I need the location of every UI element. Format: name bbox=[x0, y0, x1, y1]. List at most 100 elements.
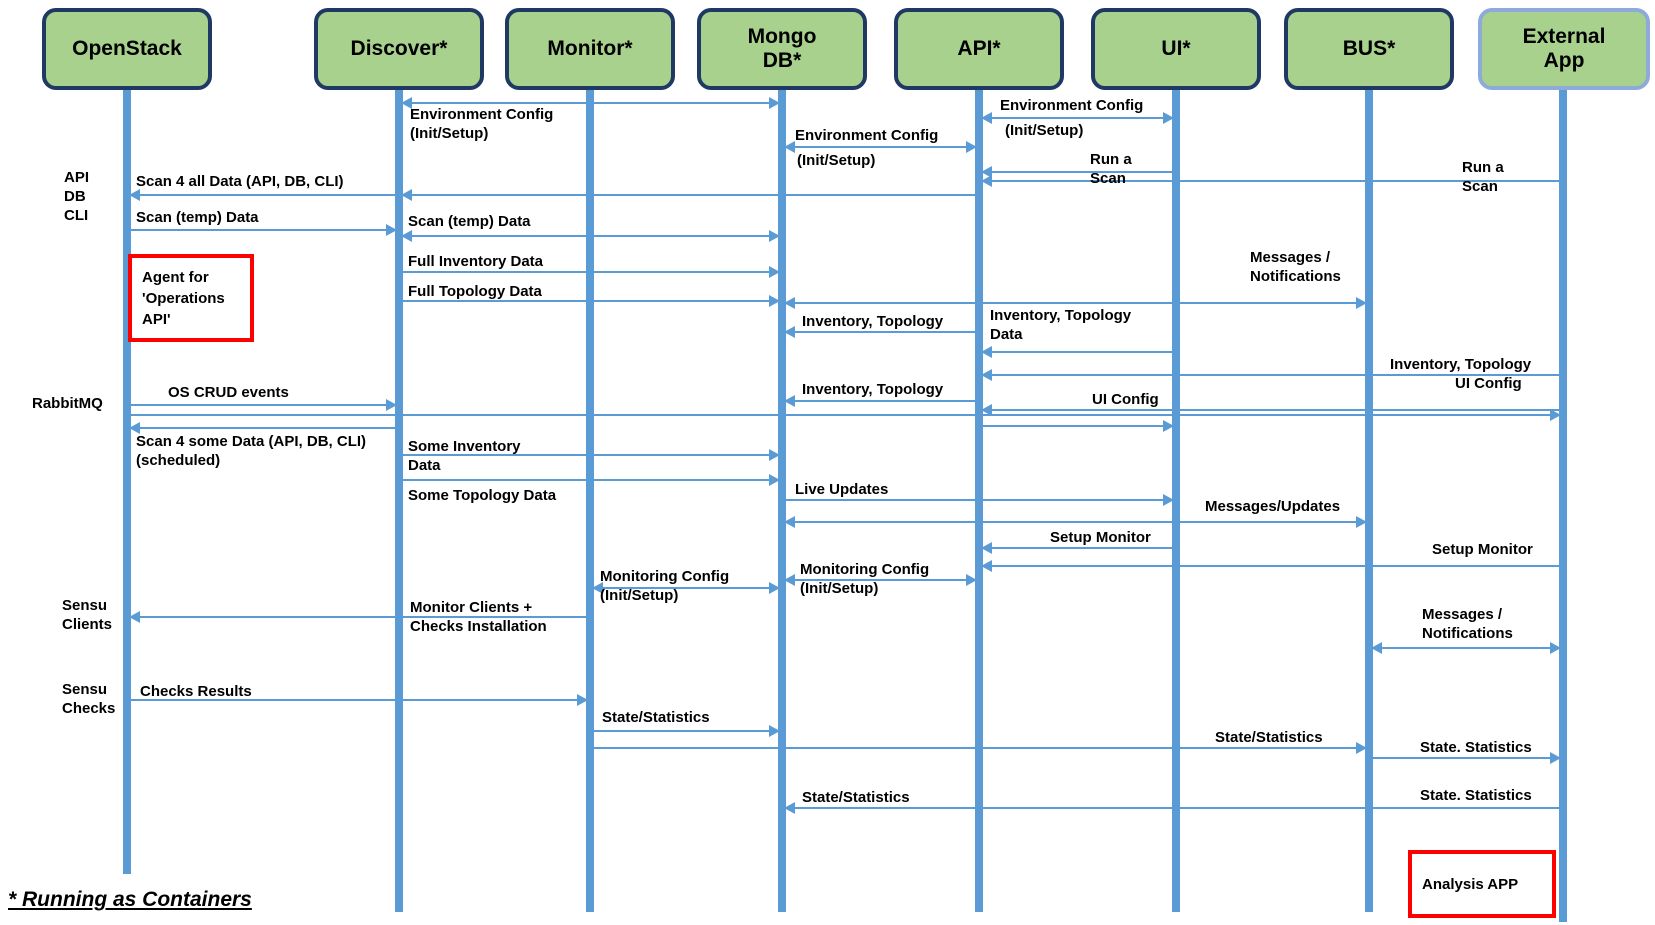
message-full-topology-data-discover-mongo bbox=[399, 300, 782, 302]
message-state-statistics-monitor-bus bbox=[590, 747, 1369, 749]
label-rabbitmq: RabbitMQ bbox=[32, 395, 103, 412]
message-scan-4-some-data-discover-openstack bbox=[127, 427, 399, 429]
label-some-inventory-data: Some Inventory Data bbox=[408, 438, 521, 474]
label-scan-temp-data-right: Scan (temp) Data bbox=[408, 213, 531, 230]
footer-note: * Running as Containers bbox=[8, 888, 252, 911]
actor-box-external-app: External App bbox=[1478, 8, 1650, 90]
arrowhead-left-messages-notifications-bus-external bbox=[1371, 642, 1382, 654]
arrowhead-right-full-inventory-data-discover-mongo bbox=[769, 266, 780, 278]
arrowhead-right-scan-temp-data-discover-mongo bbox=[769, 230, 780, 242]
message-os-crud-events-openstack-discover bbox=[127, 404, 399, 406]
arrowhead-right-checks-results-openstack-monitor bbox=[577, 694, 588, 706]
label-inventory-topology-external: Inventory, Topology bbox=[1390, 356, 1532, 373]
message-ui-config-external-api bbox=[979, 409, 1563, 411]
label-scan-temp-data-left: Scan (temp) Data bbox=[136, 209, 259, 226]
arrowhead-right-state-statistics-monitor-bus bbox=[1356, 742, 1367, 754]
arrowhead-left-run-a-scan-external-api bbox=[981, 175, 992, 187]
message-scan-4-all-data-discover-openstack bbox=[127, 194, 399, 196]
arrowhead-right-messages-notifications-bus-external bbox=[1550, 642, 1561, 654]
label-inventory-topology-1: Inventory, Topology bbox=[802, 313, 944, 330]
label-environment-config-2a: Environment Config bbox=[1000, 97, 1144, 114]
message-inventory-topology-external-api bbox=[979, 374, 1563, 376]
label-checks-results: Checks Results bbox=[140, 683, 252, 700]
message-run-a-scan-ui-api bbox=[979, 171, 1176, 173]
label-inventory-topology-2: Inventory, Topology bbox=[802, 381, 944, 398]
label-run-a-scan-external: Run a Scan bbox=[1462, 159, 1504, 195]
arrowhead-right-ui-config-api-ui bbox=[1163, 420, 1174, 432]
arrowhead-left-ui-config-external-api bbox=[981, 404, 992, 416]
label-setup-monitor-external: Setup Monitor bbox=[1432, 541, 1533, 558]
message-checks-results-openstack-monitor bbox=[127, 699, 590, 701]
arrowhead-right-scan-temp-data-openstack-discover bbox=[386, 224, 397, 236]
lifeline-api bbox=[975, 90, 983, 912]
label-scan-4-all-data: Scan 4 all Data (API, DB, CLI) bbox=[136, 173, 344, 190]
message-monitoring-config-monitor-mongo bbox=[590, 587, 782, 589]
label-os-crud-events: OS CRUD events bbox=[168, 384, 289, 401]
arrowhead-left-environment-config-discover-mongo bbox=[401, 97, 412, 109]
actor-box-api: API* bbox=[894, 8, 1064, 90]
label-environment-config-2b: (Init/Setup) bbox=[1005, 122, 1084, 139]
message-scan-temp-data-discover-mongo bbox=[399, 235, 782, 237]
message-environment-config-mongo-api bbox=[782, 146, 979, 148]
arrowhead-left-updates-ui-mongo bbox=[784, 516, 795, 528]
arrowhead-right-monitoring-config-monitor-mongo bbox=[769, 582, 780, 594]
arrowhead-left-environment-config-mongo-api bbox=[784, 141, 795, 153]
label-monitoring-config-monitor: Monitoring Config (Init/Setup) bbox=[600, 568, 730, 604]
message-inventory-topology-data-ui-api bbox=[979, 351, 1176, 353]
actor-box-monitor: Monitor* bbox=[505, 8, 675, 90]
actor-box-discover: Discover* bbox=[314, 8, 484, 90]
lifeline-openstack bbox=[123, 90, 131, 874]
message-scan-4-all-data-api-discover bbox=[399, 194, 979, 196]
arrowhead-right-state-statistics-monitor-mongo bbox=[769, 725, 780, 737]
lifeline-discover bbox=[395, 90, 403, 912]
arrowhead-right-rabbitmq-openstack-external bbox=[1550, 409, 1561, 421]
note-agent-operations-api: Agent for 'Operations API' bbox=[128, 254, 254, 342]
label-scan-4-some-data: Scan 4 some Data (API, DB, CLI) (schedul… bbox=[136, 433, 367, 469]
lifeline-external-app bbox=[1559, 90, 1567, 922]
arrowhead-left-scan-4-some-data-discover-openstack bbox=[129, 422, 140, 434]
label-environment-config-3a: Environment Config bbox=[795, 127, 939, 144]
arrowhead-left-inventory-topology-data-ui-api bbox=[981, 346, 992, 358]
arrowhead-right-some-inventory-data-discover-mongo bbox=[769, 449, 780, 461]
message-inventory-topology-api-mongo bbox=[782, 331, 979, 333]
arrowhead-left-environment-config-api-ui bbox=[981, 112, 992, 124]
label-inventory-topology-data: Inventory, Topology Data bbox=[990, 307, 1132, 343]
label-ui-config-external: UI Config bbox=[1455, 375, 1522, 392]
lifeline-ui bbox=[1172, 90, 1180, 912]
message-messages-notifications-ui-bus bbox=[1176, 302, 1369, 304]
message-environment-config-api-ui bbox=[979, 117, 1176, 119]
actor-box-openstack: OpenStack bbox=[42, 8, 212, 90]
arrowhead-right-live-updates-mongo-ui bbox=[1163, 494, 1174, 506]
label-messages-updates: Messages/Updates bbox=[1205, 498, 1341, 515]
arrowhead-right-environment-config-mongo-api bbox=[966, 141, 977, 153]
message-inventory-topology-api-mongo-2 bbox=[782, 400, 979, 402]
arrowhead-left-setup-monitor-ui-api bbox=[981, 542, 992, 554]
label-ui-config-ui: UI Config bbox=[1092, 391, 1159, 408]
arrowhead-left-monitoring-config-monitor-mongo bbox=[592, 582, 603, 594]
actor-box-ui: UI* bbox=[1091, 8, 1261, 90]
message-updates-ui-mongo bbox=[782, 521, 1176, 523]
arrowhead-left-scan-4-all-data-api-discover bbox=[401, 189, 412, 201]
lifeline-bus bbox=[1365, 90, 1373, 912]
arrowhead-right-some-topology-data-discover-mongo bbox=[769, 474, 780, 486]
message-scan-temp-data-openstack-discover bbox=[127, 229, 399, 231]
message-environment-config-discover-mongo bbox=[399, 102, 782, 104]
arrowhead-left-inventory-topology-ui-mongo bbox=[784, 297, 795, 309]
arrowhead-right-environment-config-api-ui bbox=[1163, 112, 1174, 124]
lifeline-monitor bbox=[586, 90, 594, 912]
label-messages-notifications-top: Messages / Notifications bbox=[1250, 249, 1341, 285]
label-api-db-cli: API DB CLI bbox=[64, 169, 90, 224]
label-monitoring-config-mongo: Monitoring Config (Init/Setup) bbox=[800, 561, 930, 597]
arrowhead-right-full-topology-data-discover-mongo bbox=[769, 295, 780, 307]
label-state-statistics-mongo-api: State/Statistics bbox=[802, 789, 910, 806]
arrowhead-left-setup-monitor-external-api bbox=[981, 560, 992, 572]
label-full-topology-data: Full Topology Data bbox=[408, 283, 542, 300]
arrowhead-right-messages-updates-ui-bus bbox=[1356, 516, 1367, 528]
message-state-statistics-bus-external bbox=[1369, 757, 1563, 759]
arrowhead-left-scan-4-all-data-discover-openstack bbox=[129, 189, 140, 201]
label-state-statistics-ui-bus: State/Statistics bbox=[1215, 729, 1323, 746]
label-state-statistics-bus-ext-2: State. Statistics bbox=[1420, 787, 1532, 804]
arrowhead-left-inventory-topology-api-mongo bbox=[784, 326, 795, 338]
label-setup-monitor-ui: Setup Monitor bbox=[1050, 529, 1151, 546]
